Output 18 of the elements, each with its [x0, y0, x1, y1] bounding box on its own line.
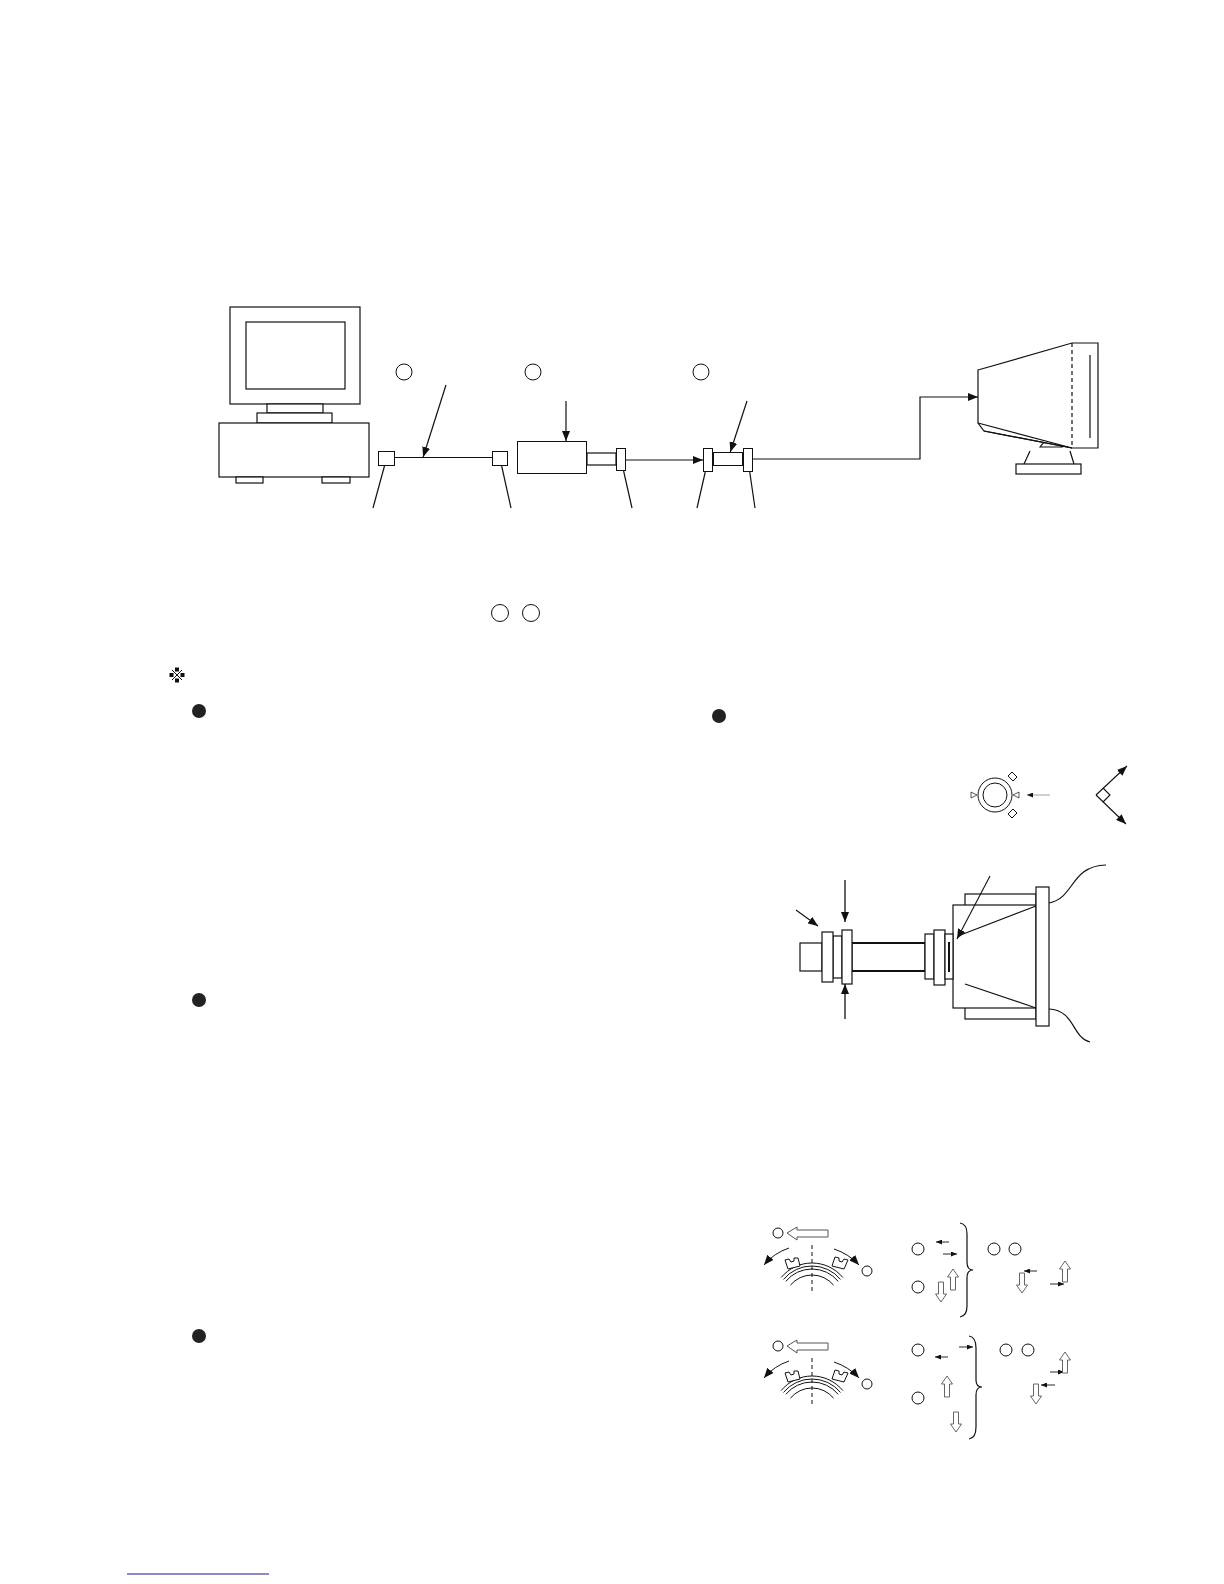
leader-line — [562, 400, 570, 442]
leader-line — [422, 384, 447, 458]
cable-line — [395, 457, 492, 460]
leader-line — [749, 471, 756, 509]
arrow — [752, 393, 979, 460]
connector-box — [378, 451, 395, 466]
leader-line — [623, 470, 633, 509]
connector-plug — [703, 448, 713, 472]
leader-line — [696, 471, 706, 509]
connector-plug — [743, 448, 753, 472]
leader-line — [501, 465, 512, 509]
leader-line — [729, 400, 748, 453]
connector-plug — [616, 448, 626, 471]
leader-line — [372, 465, 386, 509]
arrow — [625, 456, 704, 464]
tube-drawing — [713, 452, 743, 466]
adapter-box — [517, 441, 587, 474]
connector-box — [492, 451, 508, 466]
